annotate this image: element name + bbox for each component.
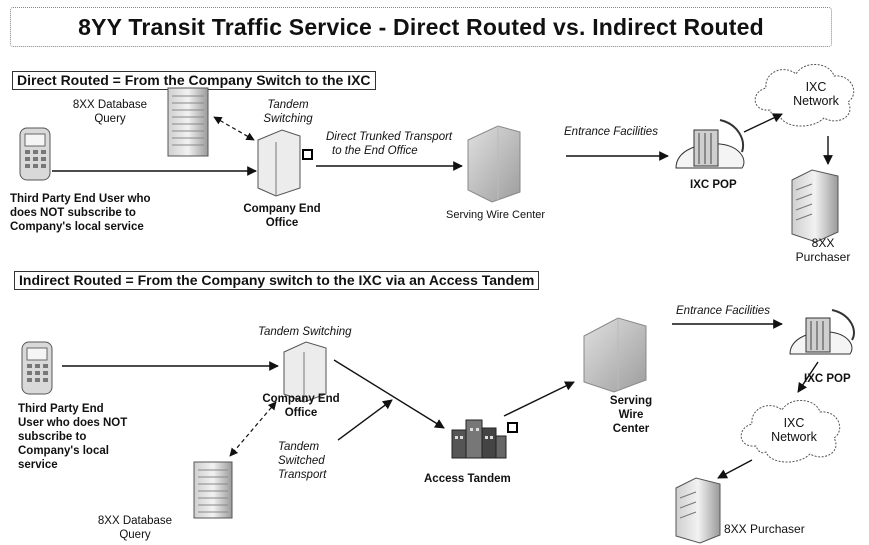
purchaser-server-icon	[675, 477, 721, 544]
serving-wire-center-icon	[583, 317, 647, 393]
direct-ixc-pop-label: IXC POP	[690, 179, 737, 191]
ixc-pop-icon	[675, 119, 745, 169]
serving-wire-center-icon	[467, 125, 521, 203]
indirect-access-tandem-label: Access Tandem	[424, 473, 511, 485]
ixc-pop-icon	[789, 309, 855, 355]
indirect-tandem-switching-label: Tandem Switching	[258, 326, 352, 338]
database-server-icon	[167, 87, 209, 157]
direct-serving-wire-center-label: Serving Wire Center	[446, 209, 546, 221]
company-switch-icon	[257, 129, 313, 197]
phone-icon	[19, 127, 51, 181]
company-switch-icon	[283, 341, 327, 403]
indirect-purchaser-label: 8XX Purchaser	[724, 522, 805, 536]
indirect-ixc-pop-label: IXC POP	[804, 373, 851, 385]
indirect-entrance-facilities-label: Entrance Facilities	[676, 305, 770, 317]
phone-icon	[21, 341, 53, 395]
purchaser-server-icon	[791, 169, 839, 243]
page-title: 8YY Transit Traffic Service - Direct Rou…	[10, 7, 832, 47]
indirect-routed-heading: Indirect Routed = From the Company switc…	[14, 271, 540, 290]
database-server-icon	[193, 461, 233, 519]
access-tandem-icon	[451, 419, 518, 459]
direct-entrance-facilities-label: Entrance Facilities	[564, 126, 658, 138]
ixc-network-cloud-icon	[740, 400, 841, 463]
